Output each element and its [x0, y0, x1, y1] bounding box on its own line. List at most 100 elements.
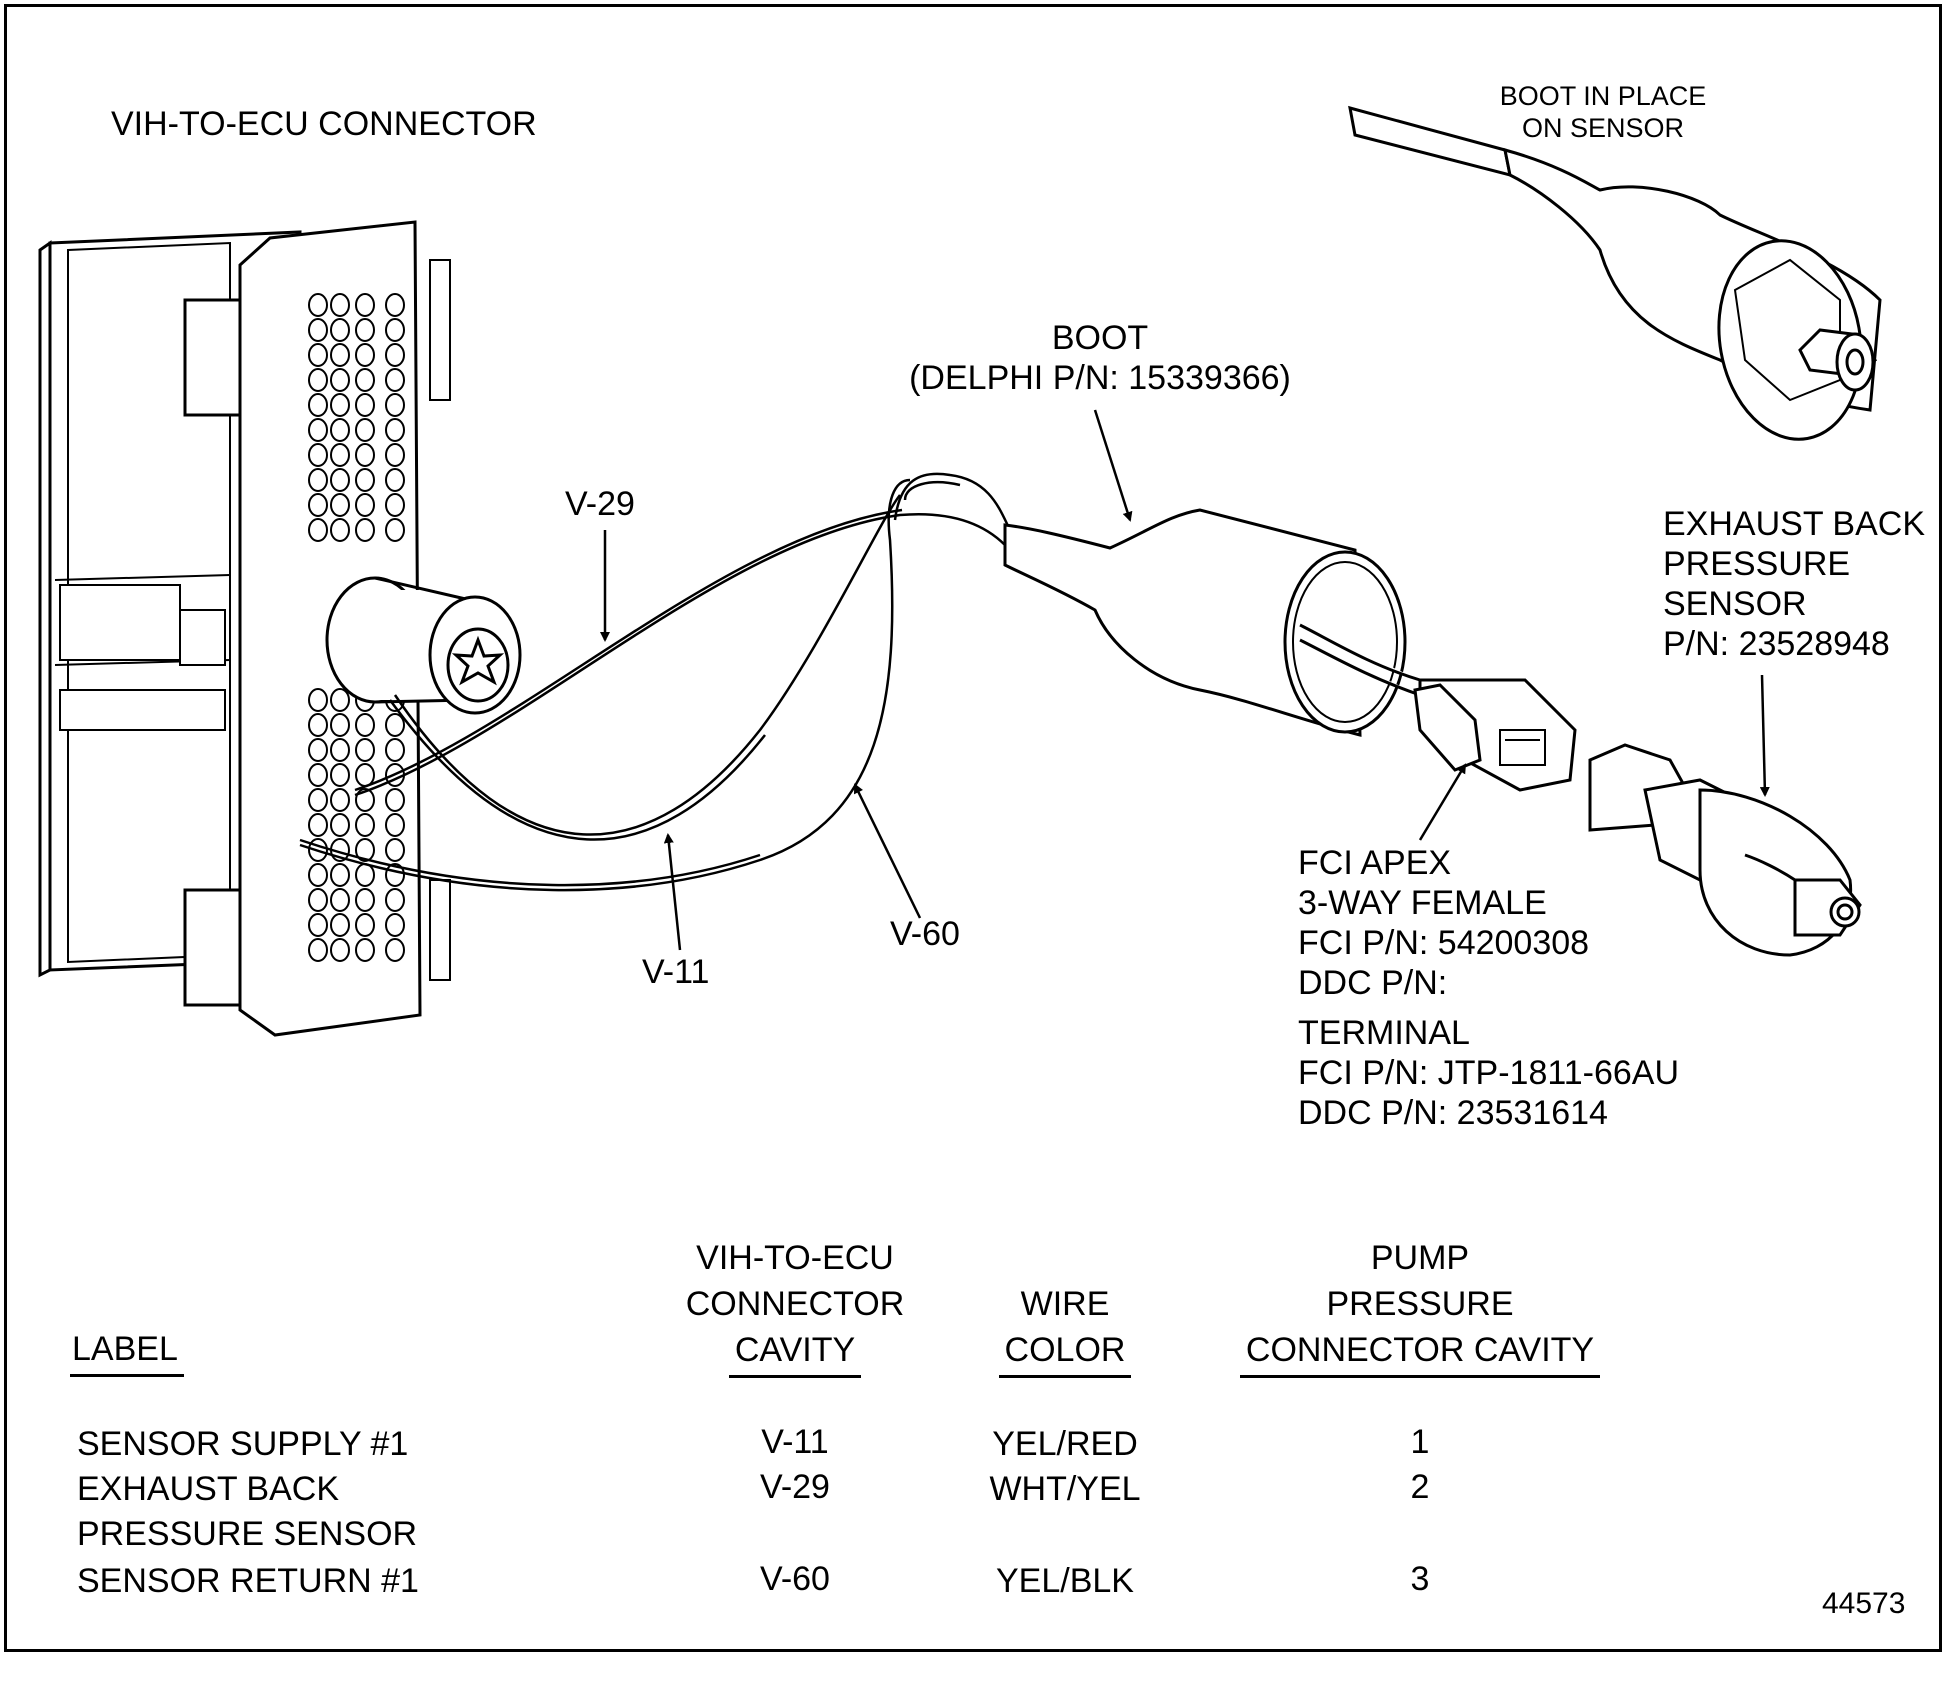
pin-cavity [385, 468, 405, 492]
leader-arrows [600, 409, 1770, 951]
pin-cavity [330, 368, 350, 392]
pin-cavity [330, 343, 350, 367]
pin-cavity [355, 913, 375, 937]
pin-cavity [308, 293, 328, 317]
pin-cavity [330, 813, 350, 837]
row-cavity: V-11 [761, 1423, 829, 1461]
pin-cavity [308, 518, 328, 542]
pin-cavity [308, 688, 328, 712]
v60-leader [853, 783, 922, 919]
wire-v29-label: V-29 [565, 485, 635, 523]
row-wire: WHT/YEL [989, 1470, 1141, 1508]
diagram-title: VIH-TO-ECU CONNECTOR [111, 105, 537, 143]
connector-cavities [308, 293, 405, 962]
row-label: SENSOR RETURN #1 [77, 1562, 419, 1600]
pin-cavity [355, 443, 375, 467]
header-cavity: VIH-TO-ECU CONNECTOR CAVITY [650, 1235, 940, 1378]
sensor-label: EXHAUST BACK PRESSURE SENSOR P/N: 235289… [1663, 505, 1926, 663]
row-label: EXHAUST BACK PRESSURE SENSOR [77, 1470, 418, 1553]
v11-leader [663, 833, 682, 951]
row-wire: YEL/RED [992, 1425, 1138, 1463]
pin-cavity [330, 763, 350, 787]
harness-wires [299, 472, 1012, 892]
row-pump: 1 [1410, 1423, 1430, 1461]
pin-cavity [385, 738, 405, 762]
pin-cavity [385, 713, 405, 737]
pin-cavity [308, 713, 328, 737]
boot-in-place-illustration [1348, 105, 1882, 441]
pin-cavity [330, 443, 350, 467]
pin-cavity [330, 418, 350, 442]
header-pump: PUMP PRESSURE CONNECTOR CAVITY [1200, 1235, 1640, 1378]
pin-cavity [385, 318, 405, 342]
pin-cavity [308, 763, 328, 787]
wire-v11-label: V-11 [642, 953, 710, 991]
pin-cavity [355, 938, 375, 962]
row-cavity: V-60 [760, 1560, 830, 1598]
pin-cavity [308, 343, 328, 367]
pin-cavity [330, 293, 350, 317]
pin-cavity [330, 888, 350, 912]
pin-cavity [355, 713, 375, 737]
pin-cavity [385, 838, 405, 862]
header-wire: WIRE COLOR [960, 1281, 1170, 1378]
pin-cavity [330, 738, 350, 762]
pin-cavity [385, 813, 405, 837]
mounting-screw [325, 576, 522, 715]
pin-cavity [308, 418, 328, 442]
pin-cavity [355, 788, 375, 812]
header-label: LABEL [70, 1326, 184, 1377]
pin-cavity [308, 788, 328, 812]
pin-cavity [385, 888, 405, 912]
pin-cavity [308, 318, 328, 342]
connector-label: FCI APEX 3-WAY FEMALE FCI P/N: 54200308 … [1298, 844, 1590, 1002]
pin-cavity [385, 418, 405, 442]
pin-cavity [385, 938, 405, 962]
row-wire: YEL/BLK [996, 1562, 1134, 1600]
boot [1003, 508, 1407, 737]
pin-cavity [385, 343, 405, 367]
pin-cavity [330, 913, 350, 937]
pin-cavity [308, 913, 328, 937]
fci-connector [1299, 623, 1577, 792]
pin-cavity [355, 343, 375, 367]
pin-cavity [330, 393, 350, 417]
pin-cavity [385, 293, 405, 317]
pin-cavity [355, 468, 375, 492]
pin-cavity [330, 493, 350, 517]
figure-frame [4, 4, 1942, 1652]
pin-cavity [385, 913, 405, 937]
pin-cavity [355, 738, 375, 762]
pin-cavity [355, 863, 375, 887]
pin-cavity [355, 368, 375, 392]
pin-cavity [330, 518, 350, 542]
pin-cavity [308, 393, 328, 417]
pin-cavity [308, 443, 328, 467]
pressure-sensor [1588, 743, 1862, 957]
pin-cavity [385, 443, 405, 467]
pin-cavity [385, 493, 405, 517]
boot-leader [1093, 409, 1133, 522]
pin-cavity [355, 493, 375, 517]
pin-cavity [385, 518, 405, 542]
terminal-label: TERMINAL FCI P/N: JTP-1811-66AU DDC P/N:… [1298, 1014, 1680, 1132]
pin-cavity [355, 393, 375, 417]
row-pump: 2 [1410, 1468, 1430, 1506]
boot-in-place-label: BOOT IN PLACE ON SENSOR [1499, 81, 1707, 143]
pin-cavity [355, 293, 375, 317]
pin-cavity [355, 763, 375, 787]
connector-leader [1418, 763, 1467, 841]
figure-id: 44573 [1822, 1587, 1906, 1620]
pin-cavity [330, 713, 350, 737]
wire-v60-label: V-60 [890, 915, 960, 953]
pin-cavity [355, 888, 375, 912]
pin-cavity [308, 813, 328, 837]
pin-cavity [308, 738, 328, 762]
pin-cavity [308, 468, 328, 492]
pin-cavity [385, 788, 405, 812]
pin-cavity [308, 493, 328, 517]
pin-cavity [385, 393, 405, 417]
sensor-leader [1759, 674, 1770, 797]
pin-cavity [330, 318, 350, 342]
